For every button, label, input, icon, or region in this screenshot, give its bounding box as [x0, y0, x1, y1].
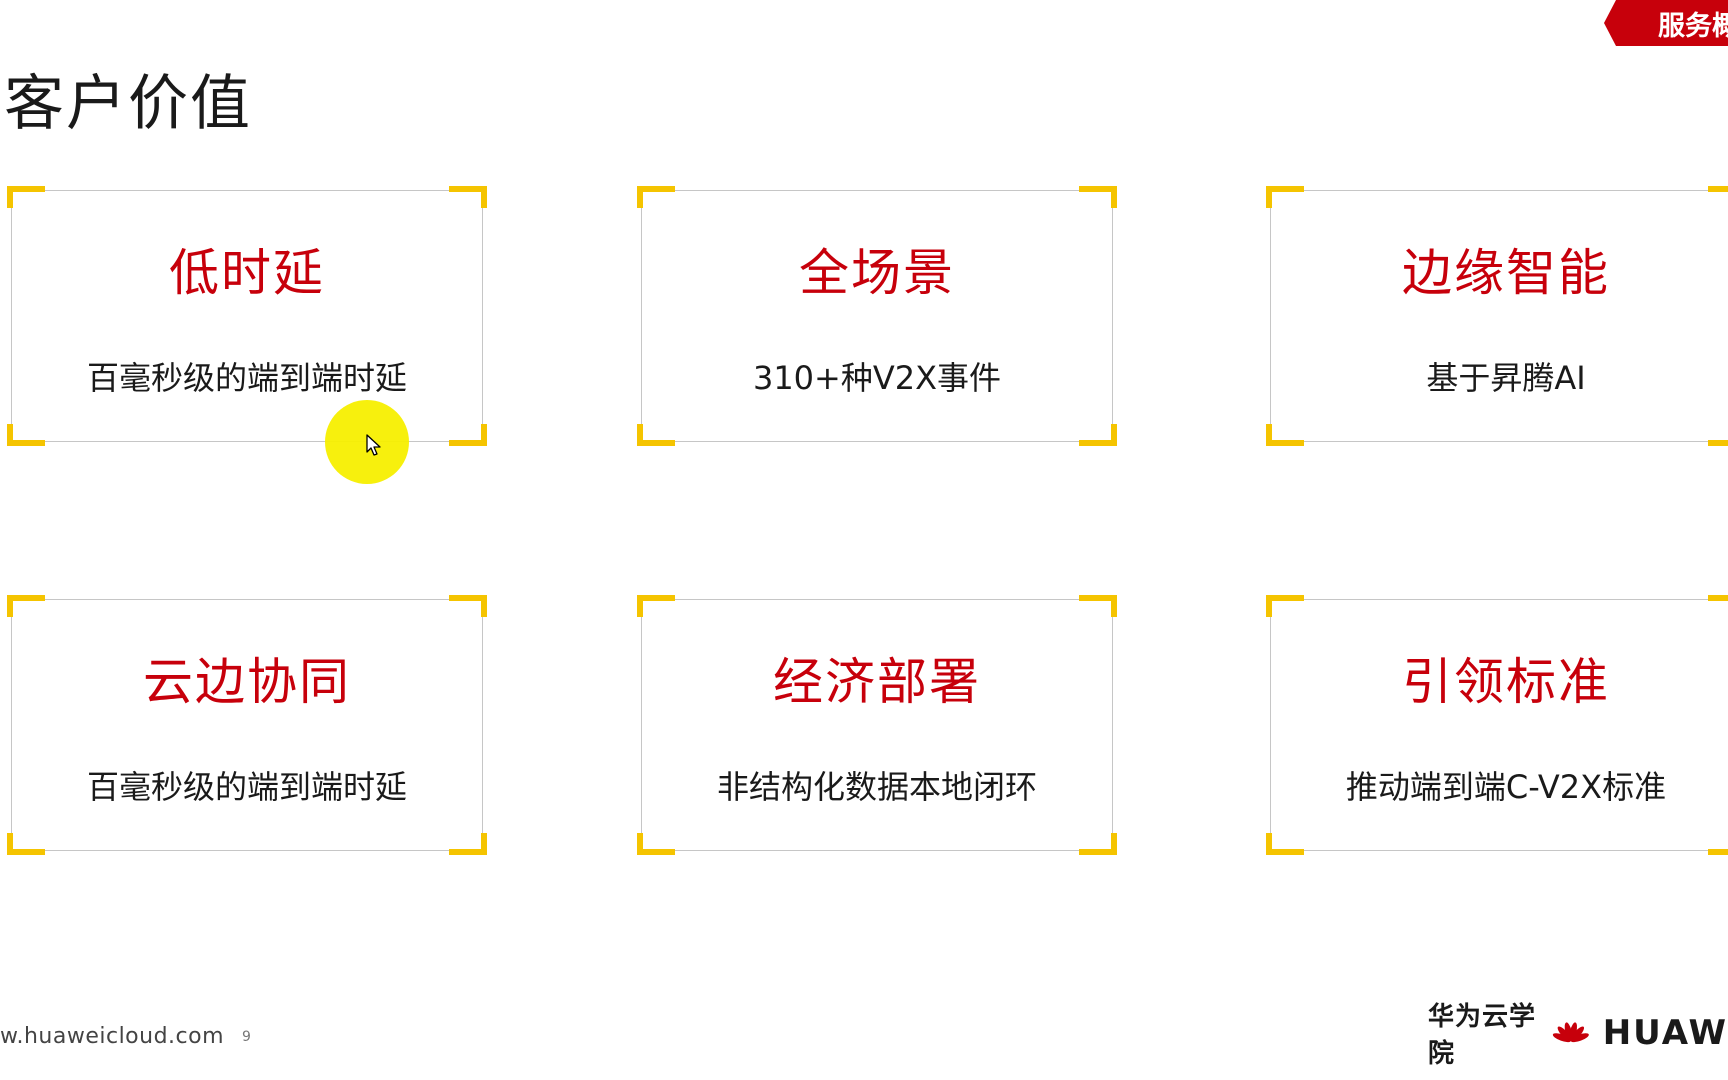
- corner-bracket-top-right: [449, 186, 487, 208]
- footer-brand: 华为云学院 HUAW: [1428, 1002, 1728, 1069]
- corner-bracket-top-right: [1079, 186, 1117, 208]
- corner-bracket-bottom-right: [1079, 833, 1117, 855]
- card-frame: [11, 599, 483, 851]
- card-heading: 低时延: [169, 244, 325, 302]
- corner-bracket-bottom-left: [637, 424, 675, 446]
- card-description: 基于昇腾AI: [1426, 359, 1586, 397]
- card-frame: [1270, 599, 1728, 851]
- card-heading: 边缘智能: [1402, 244, 1610, 302]
- card-heading: 经济部署: [773, 653, 981, 711]
- corner-bracket-top-right: [1708, 186, 1728, 208]
- corner-bracket-top-right: [449, 595, 487, 617]
- card-heading: 云边协同: [143, 653, 351, 711]
- value-card-low-latency: 低时延 百毫秒级的端到端时延: [7, 186, 487, 446]
- corner-bracket-bottom-right: [449, 424, 487, 446]
- corner-bracket-top-right: [1708, 595, 1728, 617]
- corner-bracket-bottom-left: [1266, 833, 1304, 855]
- value-card-cloud-edge-collaboration: 云边协同 百毫秒级的端到端时延: [7, 595, 487, 855]
- card-description: 推动端到端C-V2X标准: [1345, 768, 1667, 806]
- value-card-leading-standards: 引领标准 推动端到端C-V2X标准: [1266, 595, 1728, 855]
- value-card-edge-intelligence: 边缘智能 基于昇腾AI: [1266, 186, 1728, 446]
- corner-bracket-bottom-left: [1266, 424, 1304, 446]
- card-description: 百毫秒级的端到端时延: [86, 359, 407, 397]
- corner-bracket-top-left: [7, 595, 45, 617]
- card-description: 310+种V2X事件: [752, 359, 1002, 397]
- section-tag: 服务概: [1604, 0, 1728, 46]
- corner-bracket-top-right: [1079, 595, 1117, 617]
- corner-bracket-bottom-right: [1708, 424, 1728, 446]
- page-title: 客户价值: [4, 69, 252, 139]
- corner-bracket-bottom-right: [449, 833, 487, 855]
- corner-bracket-top-left: [1266, 595, 1304, 617]
- corner-bracket-top-left: [637, 186, 675, 208]
- corner-bracket-bottom-right: [1708, 833, 1728, 855]
- corner-bracket-bottom-right: [1079, 424, 1117, 446]
- card-frame: [641, 190, 1113, 442]
- corner-bracket-top-left: [1266, 186, 1304, 208]
- card-frame: [11, 190, 483, 442]
- cursor-arrow-icon: [366, 434, 381, 456]
- academy-name: 华为云学院: [1428, 1002, 1537, 1069]
- corner-bracket-bottom-left: [7, 424, 45, 446]
- corner-bracket-bottom-left: [637, 833, 675, 855]
- card-heading: 引领标准: [1402, 653, 1610, 711]
- card-frame: [641, 599, 1113, 851]
- huawei-logo-icon: [1552, 1022, 1589, 1043]
- brand-name: HUAW: [1602, 1013, 1728, 1053]
- corner-bracket-bottom-left: [7, 833, 45, 855]
- card-description: 非结构化数据本地闭环: [716, 768, 1037, 806]
- card-heading: 全场景: [799, 244, 955, 302]
- card-description: 百毫秒级的端到端时延: [86, 768, 407, 806]
- footer-url: w.huaweicloud.com: [0, 1024, 225, 1049]
- page-number: 9: [242, 1029, 251, 1045]
- corner-bracket-top-left: [637, 595, 675, 617]
- value-card-all-scenarios: 全场景 310+种V2X事件: [637, 186, 1117, 446]
- card-frame: [1270, 190, 1728, 442]
- corner-bracket-top-left: [7, 186, 45, 208]
- value-card-economic-deployment: 经济部署 非结构化数据本地闭环: [637, 595, 1117, 855]
